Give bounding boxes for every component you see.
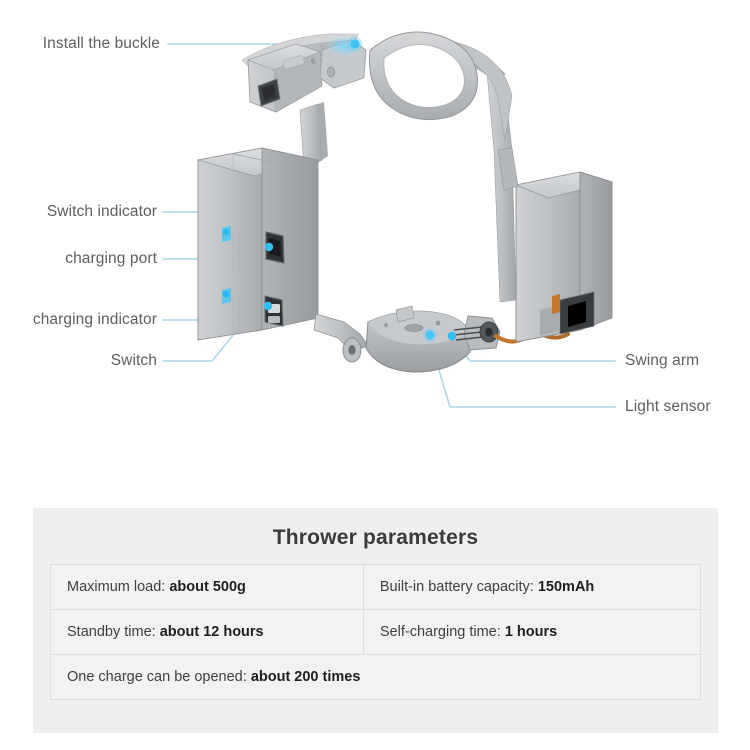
product-diagram: Install the buckle Switch indicator char… (32, 31, 711, 415)
param-cell-one-charge-opens: One charge can be opened: about 200 time… (50, 654, 701, 700)
param-value: 150mAh (537, 579, 595, 595)
table-row: Maximum load: about 500g Built-in batter… (50, 564, 702, 610)
callout-label-switch: Switch (110, 352, 157, 369)
device-body (197, 31, 614, 373)
parameters-table: Maximum load: about 500g Built-in batter… (50, 564, 702, 700)
param-value: about 12 hours (159, 624, 264, 640)
param-label: Built-in battery capacity: (379, 579, 538, 595)
param-cell-standby-time: Standby time: about 12 hours (50, 609, 364, 655)
param-value: about 500g (169, 579, 246, 595)
table-row: Standby time: about 12 hours Self-chargi… (50, 609, 702, 655)
param-cell-maximum-load: Maximum load: about 500g (50, 564, 364, 610)
param-label: Standby time: (67, 624, 160, 640)
callout-label-light-sensor: Light sensor (625, 398, 711, 415)
param-label: Maximum load: (67, 579, 170, 595)
param-cell-battery-capacity: Built-in battery capacity: 150mAh (362, 564, 702, 610)
callout-label-charging-indicator: charging indicator (32, 311, 157, 328)
product-illustration (162, 31, 616, 408)
param-label: One charge can be opened: (67, 669, 251, 685)
param-value: 1 hours (504, 624, 558, 640)
callout-label-install-the-buckle: Install the buckle (42, 35, 160, 52)
param-cell-self-charging-time: Self-charging time: 1 hours (362, 609, 702, 655)
param-value: about 200 times (250, 669, 361, 685)
parameters-panel: Thrower parameters Maximum load: about 5… (33, 508, 718, 733)
callout-label-switch-indicator: Switch indicator (46, 203, 157, 220)
table-row: One charge can be opened: about 200 time… (50, 654, 701, 700)
callout-label-charging-port: charging port (65, 250, 157, 267)
callout-label-swing-arm: Swing arm (625, 352, 700, 369)
param-label: Self-charging time: (379, 624, 505, 640)
parameters-title: Thrower parameters (272, 526, 479, 549)
